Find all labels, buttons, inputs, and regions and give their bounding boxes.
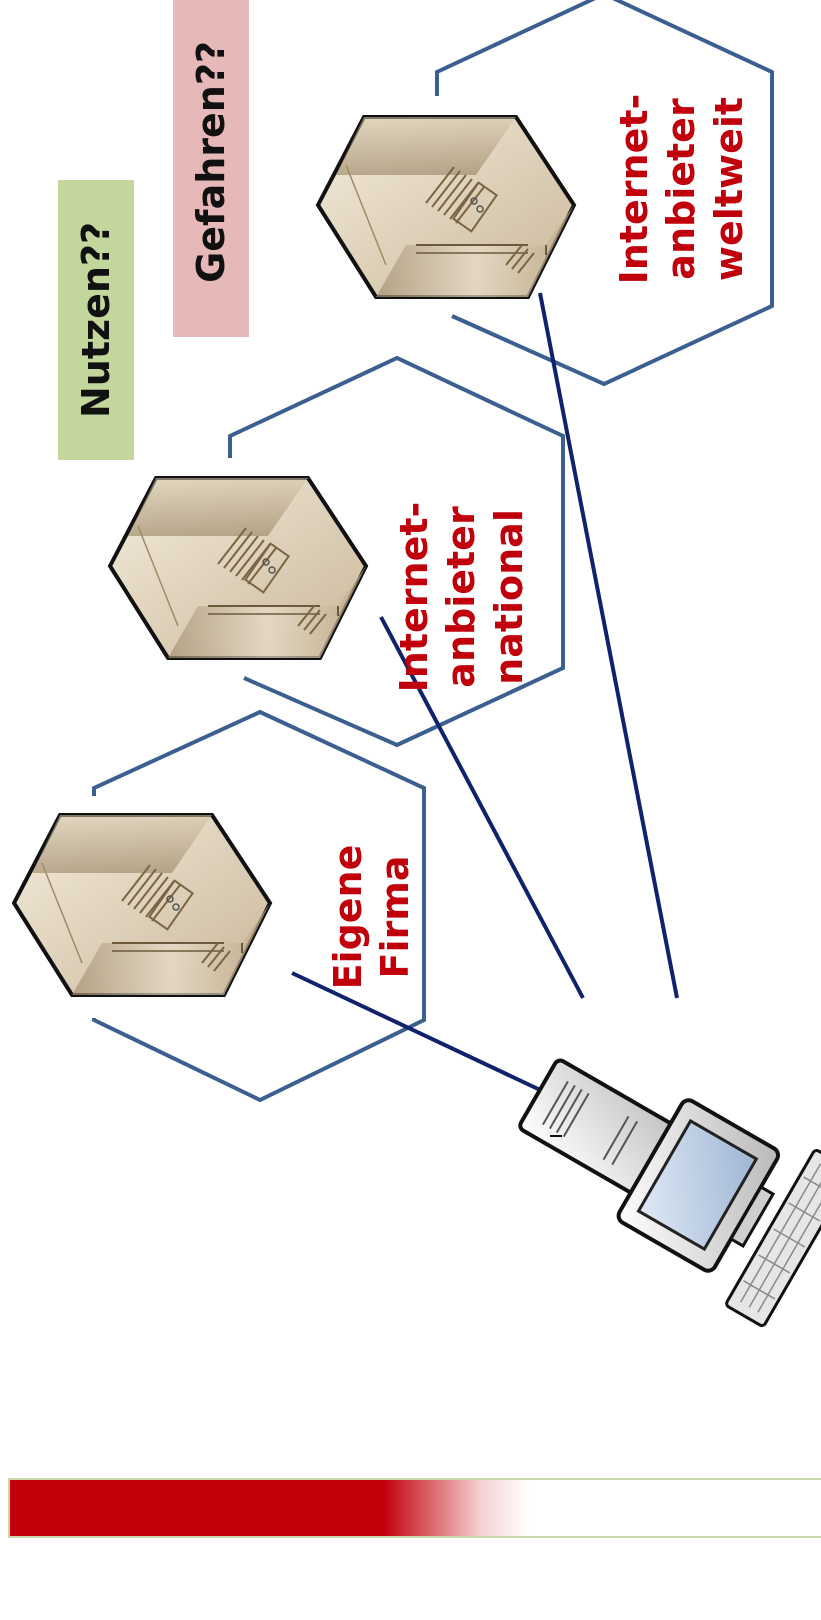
server-icon [12,813,272,997]
zone-national-line3: national [486,509,531,685]
server-icon [316,115,576,299]
link-company [291,971,554,1098]
zone-national-line1: Internet- [391,501,436,693]
server-icon [108,476,368,660]
nutzen-label: Nutzen?? [58,180,134,460]
zone-label-company: Eigene Firma [317,827,427,1007]
gefahren-text: Gefahren?? [189,41,233,283]
zone-label-worldwide: Internet- anbieter weltweit [597,87,767,291]
workstation-icon [518,1058,821,1327]
hexagon-company [92,709,426,1103]
zone-company-line2: Firma [373,855,417,979]
footer-bar [8,1478,821,1538]
zone-worldwide-line3: weltweit [706,96,751,282]
hexagon-worldwide [435,0,774,387]
zone-label-national: Internet- anbieter national [377,497,547,697]
gefahren-label: Gefahren?? [173,0,249,337]
hexagon-national [228,355,565,748]
zone-national-line2: anbieter [439,506,484,688]
connection-lines [291,292,679,1098]
zone-worldwide-line1: Internet- [611,93,656,285]
nutzen-text: Nutzen?? [74,221,118,419]
link-national [379,616,585,999]
zone-company-line1: Eigene [325,844,370,990]
link-worldwide [538,292,679,999]
zone-worldwide-line2: anbieter [659,98,704,280]
